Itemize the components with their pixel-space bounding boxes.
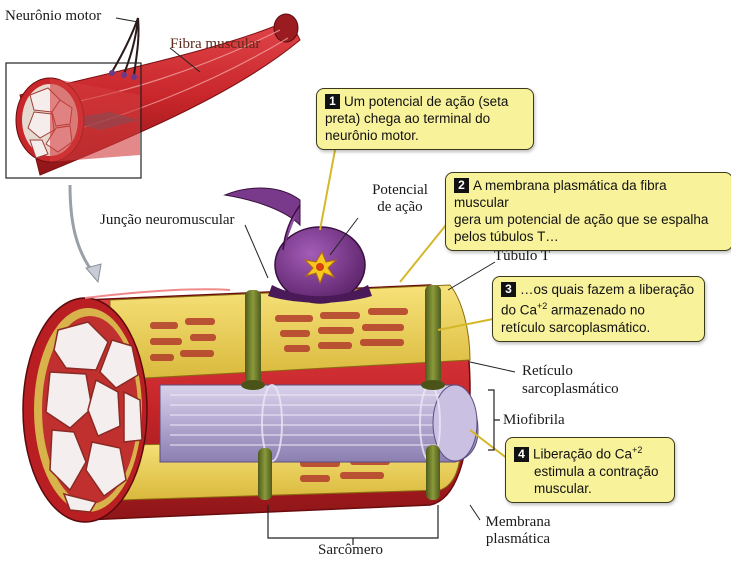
label-membrana-line2: plasmática	[485, 531, 551, 547]
label-miofibrila: Miofibrila	[503, 412, 565, 428]
label-potencial-line2: de ação	[377, 199, 423, 215]
callout-4-line1-pre: Liberação do Ca	[533, 446, 633, 462]
callout-3-line2-post: armazenado no	[547, 302, 645, 318]
callout-3-line2-pre: do Ca	[501, 302, 538, 318]
main-muscle-fiber	[22, 284, 479, 523]
neuron-terminal	[223, 187, 372, 304]
callout-4-line2: estimula a contração	[534, 463, 659, 479]
label-fibra-muscular: Fibra muscular	[170, 36, 261, 52]
callout-3-line3: retículo sarcoplasmático.	[501, 319, 651, 335]
label-neuronio-motor: Neurônio motor	[5, 8, 102, 24]
top-cross-section	[5, 62, 142, 179]
label-potencial-de-acao: Potencial de ação	[355, 182, 445, 216]
callout-2-number: 2	[454, 178, 469, 193]
callout-1-line1: Um potencial de ação (seta	[344, 94, 509, 109]
label-reticulo-sarcoplasmatico: Retículo sarcoplasmático	[522, 362, 619, 398]
callout-3-line1: …os quais fazem a liberação	[520, 282, 695, 297]
label-membrana-line1: Membrana	[485, 514, 551, 530]
label-membrana-plasmatica: Membrana plasmática	[468, 514, 568, 548]
callout-3-number: 3	[501, 282, 516, 297]
label-juncao-neuromuscular: Junção neuromuscular	[100, 212, 235, 228]
callout-1: 1 Um potencial de ação (seta preta) chega…	[316, 88, 534, 150]
callout-2-line2: gera um potencial de ação que se espalha	[454, 212, 709, 227]
callout-1-line2: preta) chega ao terminal do	[325, 111, 491, 126]
label-sarcomero: Sarcômero	[318, 542, 383, 558]
callout-2-line1: A membrana plasmática da fibra muscular	[454, 178, 667, 210]
motor-neuron-axons	[109, 17, 140, 80]
callout-3-line2-sup: +2	[537, 301, 548, 311]
callout-4-number: 4	[514, 446, 529, 462]
label-reticulo-line2: sarcoplasmático	[522, 381, 619, 397]
callout-1-line3: neurônio motor.	[325, 128, 419, 143]
callout-1-number: 1	[325, 94, 340, 109]
callout-2-line3: pelos túbulos T…	[454, 229, 559, 244]
callout-4-line3: muscular.	[534, 480, 592, 496]
callout-4-line1-sup: +2	[632, 445, 643, 455]
label-reticulo-line1: Retículo	[522, 363, 573, 379]
label-tubulo-t: Túbulo T	[494, 248, 550, 264]
label-potencial-line1: Potencial	[372, 182, 428, 198]
callout-3: 3 …os quais fazem a liberação do Ca+2 arm…	[492, 276, 705, 342]
